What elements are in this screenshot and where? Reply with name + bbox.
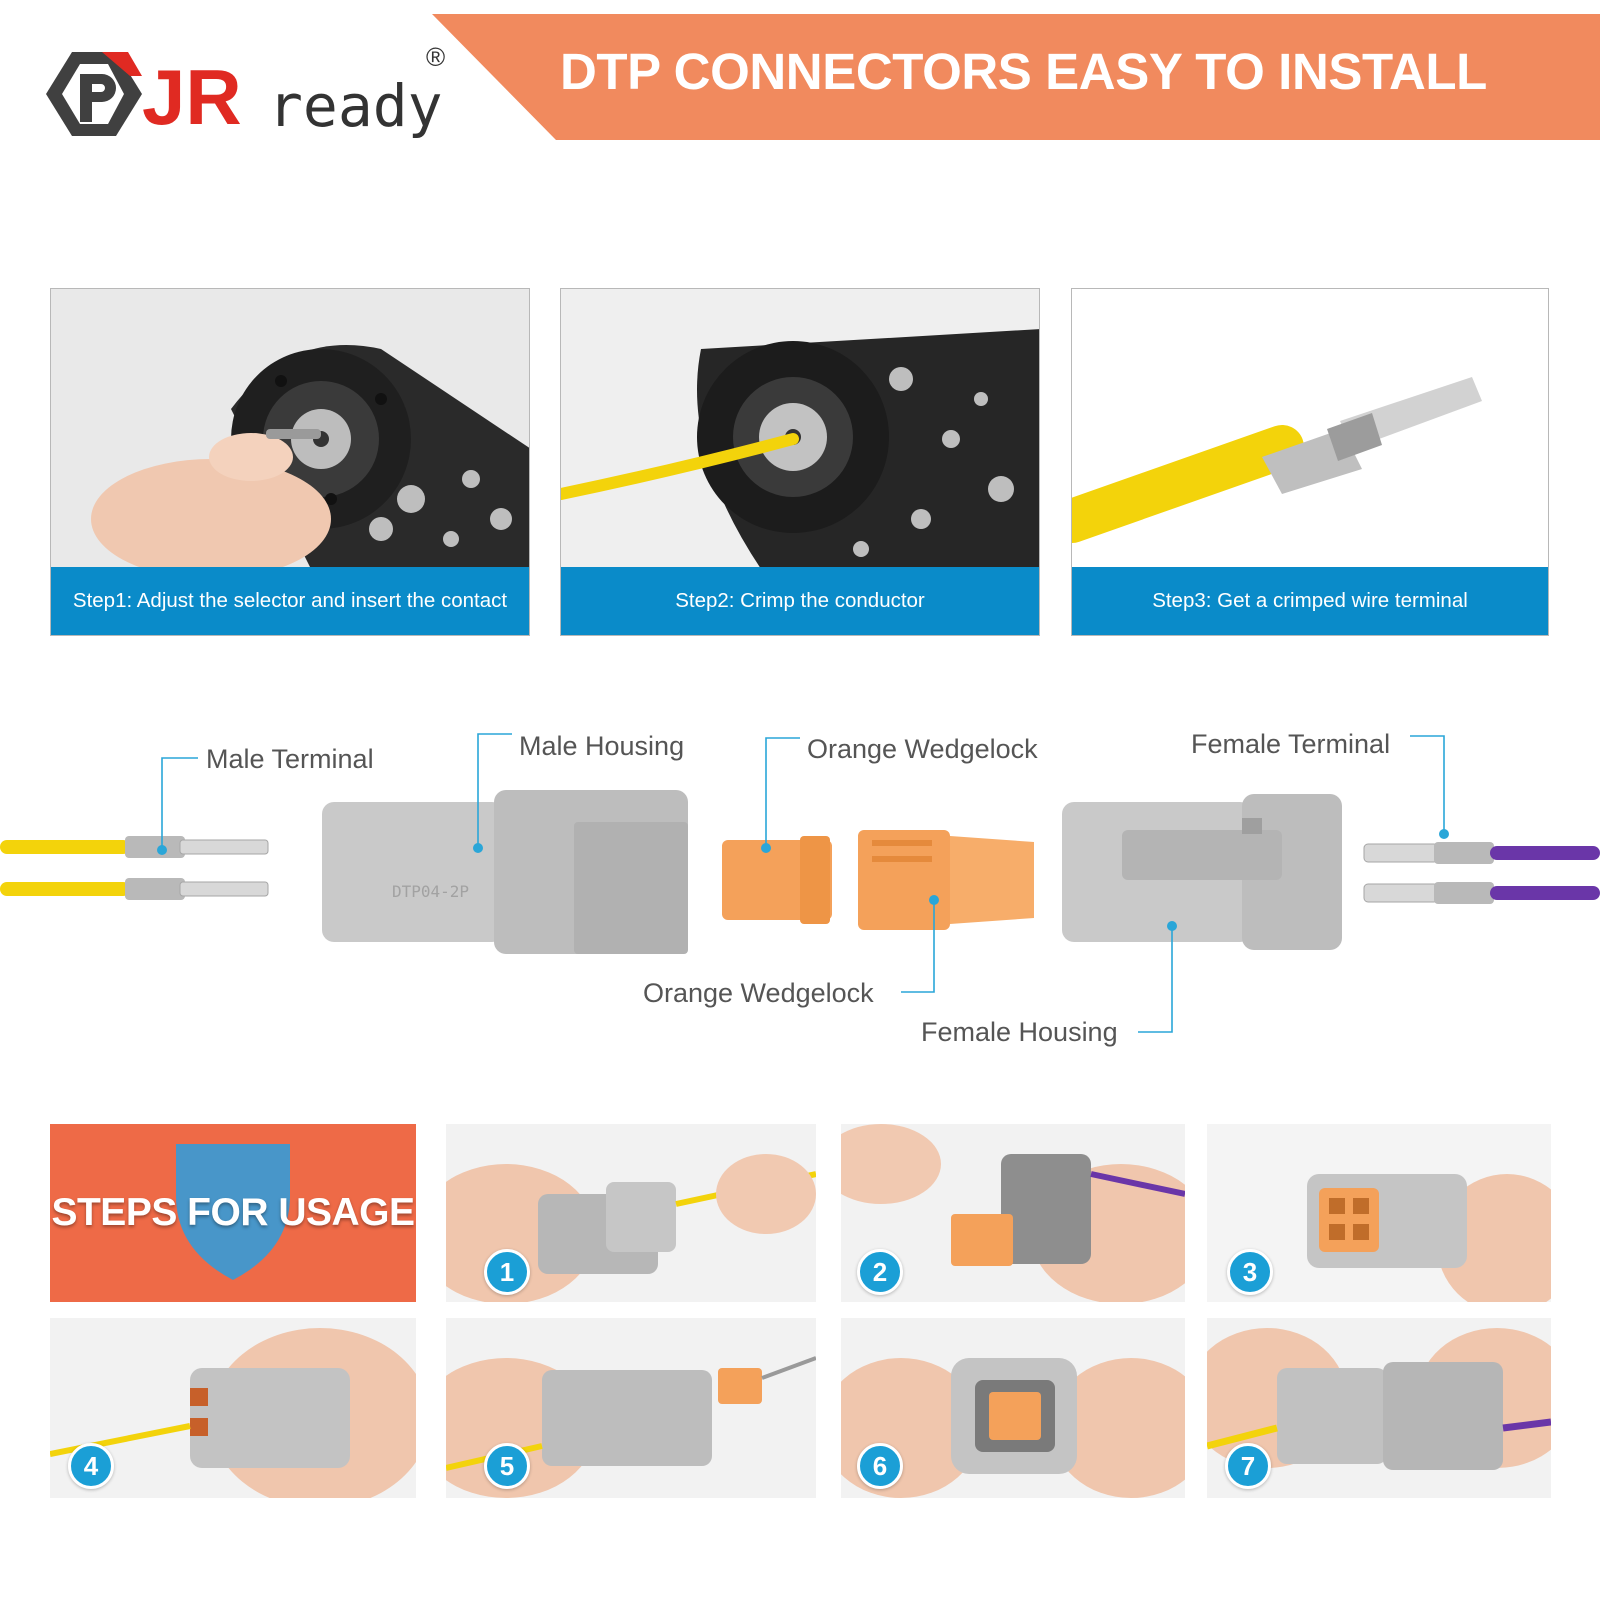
label-female-housing: Female Housing — [921, 1017, 1118, 1047]
label-female-terminal: Female Terminal — [1191, 729, 1391, 759]
usage-tile-6: 6 — [841, 1318, 1185, 1498]
label-male-housing: Male Housing — [519, 731, 685, 761]
usage-step-badge: 1 — [484, 1249, 530, 1295]
step-2-caption: Step2: Crimp the conductor — [561, 567, 1039, 635]
step-1-caption: Step1: Adjust the selector and insert th… — [51, 567, 529, 635]
step-card-1: Step1: Adjust the selector and insert th… — [50, 288, 530, 636]
page-title: DTP CONNECTORS EASY TO INSTALL — [560, 43, 1487, 100]
header-banner — [432, 14, 1600, 140]
wedgelock-bottom-shape — [858, 830, 1034, 930]
usage-tile-5: 5 — [446, 1318, 816, 1498]
usage-step-badge: 5 — [484, 1443, 530, 1489]
label-orange-wedgelock-top: Orange Wedgelock — [807, 734, 1038, 764]
step-3-caption: Step3: Get a crimped wire terminal — [1072, 567, 1548, 635]
female-terminal-assembly — [1363, 842, 1600, 904]
step-1-photo — [51, 289, 529, 569]
usage-step-badge: 4 — [68, 1443, 114, 1489]
label-orange-wedgelock-bottom: Orange Wedgelock — [643, 978, 874, 1008]
usage-tile-3: 3 — [1207, 1124, 1551, 1302]
usage-title: STEPS FOR USAGE — [51, 1191, 415, 1234]
brand-logo: JR ready ® — [46, 42, 445, 138]
usage-step-badge: 7 — [1225, 1443, 1271, 1489]
wedgelock-top-shape — [722, 836, 832, 924]
callout-dots — [157, 829, 1449, 931]
step-3-photo — [1072, 289, 1548, 569]
brand-word-text: ready — [268, 72, 443, 138]
usage-step-badge: 6 — [857, 1443, 903, 1489]
female-housing-shape — [1062, 794, 1342, 950]
banner-shape — [432, 14, 1600, 140]
usage-tile-4: 4 — [50, 1318, 416, 1498]
usage-tile-7: 7 — [1207, 1318, 1551, 1498]
usage-tile-1: 1 — [446, 1124, 816, 1302]
step-2-photo — [561, 289, 1039, 569]
callout-lines — [161, 733, 1445, 1033]
shield-icon — [176, 1144, 290, 1280]
brand-mark-icon — [46, 52, 142, 136]
usage-step-badge: 3 — [1227, 1249, 1273, 1295]
usage-tile-2: 2 — [841, 1124, 1185, 1302]
usage-title-tile: STEPS FOR USAGE — [50, 1124, 416, 1302]
usage-step-badge: 2 — [857, 1249, 903, 1295]
male-terminal-assembly — [0, 836, 269, 900]
parts-diagram: DTP04-2P — [0, 733, 1600, 1033]
step-card-2: Step2: Crimp the conductor — [560, 288, 1040, 636]
registered-mark: ® — [426, 42, 445, 72]
label-male-terminal: Male Terminal — [206, 744, 374, 774]
male-housing-imprint: DTP04-2P — [392, 882, 469, 901]
brand-mark-text: JR — [142, 53, 242, 138]
male-housing-shape: DTP04-2P — [322, 790, 688, 954]
step-card-3: Step3: Get a crimped wire terminal — [1071, 288, 1549, 636]
